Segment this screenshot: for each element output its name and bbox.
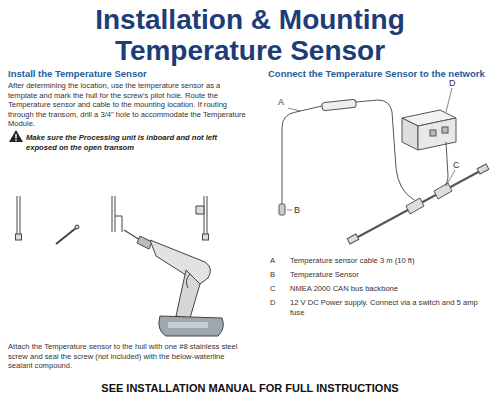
callout-letter: A	[270, 256, 275, 266]
callout-letter: D	[270, 298, 275, 308]
section-heading: Install the Temperature Sensor	[8, 68, 248, 80]
callout-letter: A	[277, 97, 285, 107]
warning-icon	[9, 130, 23, 142]
callout-letter: D	[448, 78, 457, 88]
mount-step-1	[16, 196, 80, 244]
mount-step-2	[112, 196, 223, 336]
instruction-text: Attach the Temperature sensor to the hul…	[8, 342, 248, 371]
mount-step-3	[196, 196, 209, 240]
legend-text: Temperature sensor cable 3 m (10 ft)	[290, 256, 490, 266]
callout-letter: B	[293, 205, 301, 215]
network-diagram	[279, 88, 489, 244]
legend-text: NMEA 2000 CAN bus backbone	[290, 284, 490, 294]
footer-note: SEE INSTALLATION MANUAL FOR FULL INSTRUC…	[20, 382, 480, 395]
callout-letter: C	[270, 284, 275, 294]
legend-text: 12 V DC Power supply. Connect via a swit…	[290, 298, 490, 317]
instruction-text: After determining the location, use the …	[8, 81, 246, 129]
callout-letter: C	[452, 160, 461, 170]
page-title: Installation & Mounting Temperature Sens…	[50, 4, 450, 66]
legend-text: Temperature Sensor	[290, 270, 490, 280]
section-heading: Connect the Temperature Sensor to the ne…	[268, 68, 496, 80]
callout-letter: B	[270, 270, 275, 280]
warning-note: Make sure the Processing unit is inboard…	[26, 133, 248, 152]
